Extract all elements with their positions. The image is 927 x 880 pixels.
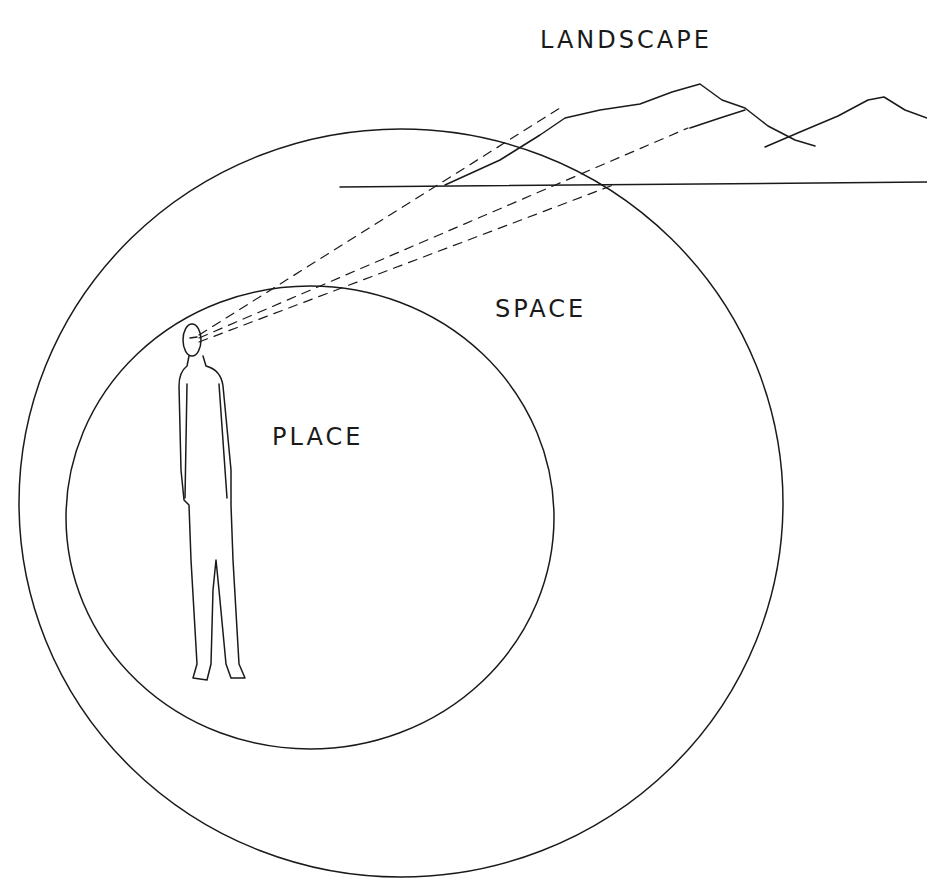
region-circle: PLACE [65,285,555,750]
label-holder: LANDSCAPE [540,26,712,55]
region-label: SPACE [495,295,586,324]
mountain-ridge [445,84,815,185]
circle-outline [18,128,784,878]
person-figure [179,324,245,680]
landscape-label: LANDSCAPE [540,26,712,55]
mountain-ridge [690,110,745,128]
region-label: PLACE [272,423,363,452]
sight-lines [199,108,688,342]
circle-outline [65,285,555,750]
region-circle: SPACE PLACE [18,128,784,878]
mountain-ridge [765,97,927,147]
horizon-line [340,182,927,187]
